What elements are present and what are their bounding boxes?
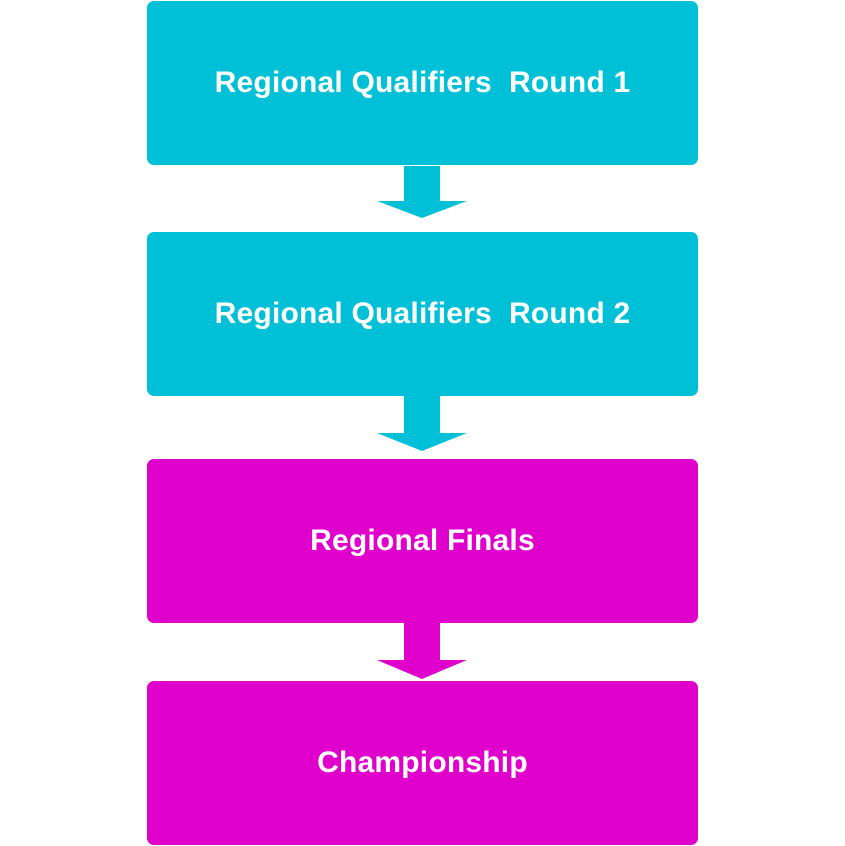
down-arrow-icon (377, 623, 467, 679)
down-arrow-icon (377, 396, 467, 451)
step-regional-qualifiers-round-2: Regional Qualifiers Round 2 (147, 232, 698, 396)
step-label: Regional Finals (310, 524, 535, 557)
step-label: Championship (317, 746, 528, 779)
down-arrow-icon (377, 166, 467, 218)
step-regional-finals: Regional Finals (147, 459, 698, 623)
step-regional-qualifiers-round-1: Regional Qualifiers Round 1 (147, 1, 698, 165)
step-championship: Championship (147, 681, 698, 845)
step-label: Regional Qualifiers Round 2 (214, 297, 631, 330)
step-label: Regional Qualifiers Round 1 (214, 66, 631, 99)
